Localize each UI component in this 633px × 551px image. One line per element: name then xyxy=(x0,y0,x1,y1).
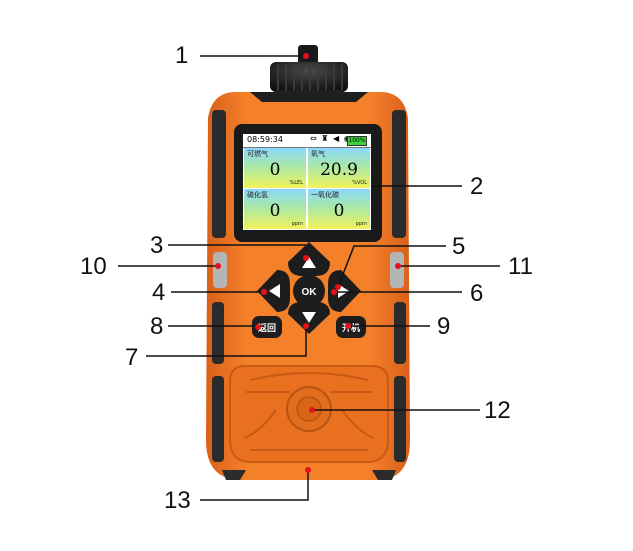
battery-icon: 100% xyxy=(347,136,367,146)
callout-label-4: 4 xyxy=(152,279,166,306)
up-arrow-icon xyxy=(302,257,316,268)
gas-name: 可燃气 xyxy=(247,150,268,158)
callout-dot-4 xyxy=(261,289,267,295)
callout-line-13 xyxy=(200,470,309,501)
callout-label-10: 10 xyxy=(80,253,107,280)
left-arrow-icon xyxy=(269,284,280,298)
callout-dot-8 xyxy=(255,324,261,330)
callout-label-5: 5 xyxy=(452,233,466,260)
side-button-left[interactable] xyxy=(213,252,227,288)
power-button[interactable]: 开机 xyxy=(336,316,366,338)
ok-button[interactable]: OK xyxy=(293,275,325,307)
callout-dot-6 xyxy=(331,289,337,295)
status-bar: 08:59:34 ⇔ ♜ ◀ ◉ 100% xyxy=(243,134,371,148)
callout-label-13: 13 xyxy=(164,487,191,514)
power-label: 开机 xyxy=(342,322,360,334)
callout-dot-7 xyxy=(303,323,309,329)
back-label: 返回 xyxy=(258,322,276,334)
callout-label-11: 11 xyxy=(508,253,533,280)
callout-label-7: 7 xyxy=(125,344,139,371)
callout-dot-13 xyxy=(305,467,311,473)
gas-name: 氧气 xyxy=(311,150,325,158)
callout-line-5 xyxy=(337,245,446,288)
gas-value: 20.9 xyxy=(320,160,358,180)
keypad: OK 返回 开机 xyxy=(252,242,366,338)
up-button[interactable] xyxy=(288,242,330,276)
callout-label-6: 6 xyxy=(470,280,484,307)
callout-dots xyxy=(215,53,401,473)
callout-label-12: 12 xyxy=(484,397,511,424)
gas-value: 0 xyxy=(333,201,345,221)
gas-unit: %VOL xyxy=(352,180,367,186)
callout-dot-9 xyxy=(345,323,351,329)
callout-label-2: 2 xyxy=(470,173,484,200)
status-icons: ⇔ ♜ ◀ ◉ xyxy=(310,134,352,143)
callout-label-3: 3 xyxy=(150,232,164,259)
gas-unit: ppm xyxy=(291,221,303,227)
gas-cell-h2s: 硫化氢 0 ppm xyxy=(244,189,306,229)
lcd-screen: 08:59:34 ⇔ ♜ ◀ ◉ 100% 可燃气 0 %LEL 氧气 20.9… xyxy=(243,134,371,230)
callout-dot-11 xyxy=(395,263,401,269)
callout-label-8: 8 xyxy=(150,313,164,340)
gas-name: 一氧化碳 xyxy=(311,191,339,199)
callout-label-1: 1 xyxy=(175,42,189,69)
clock: 08:59:34 xyxy=(247,135,283,144)
gas-cell-combustible: 可燃气 0 %LEL xyxy=(244,148,306,188)
callout-dot-12 xyxy=(309,407,315,413)
back-button[interactable]: 返回 xyxy=(252,316,282,338)
callout-label-9: 9 xyxy=(437,313,451,340)
ok-label: OK xyxy=(302,287,318,298)
callout-dot-5 xyxy=(335,284,341,290)
gas-value: 0 xyxy=(269,160,281,180)
callout-dot-10 xyxy=(215,263,221,269)
gas-unit: ppm xyxy=(355,221,367,227)
callout-lines xyxy=(118,55,500,501)
callout-dot-1 xyxy=(303,53,309,59)
down-button[interactable] xyxy=(288,302,330,334)
gas-cell-oxygen: 氧气 20.9 %VOL xyxy=(308,148,370,188)
callout-dot-3 xyxy=(303,255,309,261)
gas-name: 硫化氢 xyxy=(247,191,268,199)
gas-cell-co: 一氧化碳 0 ppm xyxy=(308,189,370,229)
left-button[interactable] xyxy=(257,270,290,312)
side-button-right[interactable] xyxy=(390,252,404,288)
callout-line-7 xyxy=(146,326,307,357)
gas-value: 0 xyxy=(269,201,281,221)
down-arrow-icon xyxy=(302,312,316,323)
gas-unit: %LEL xyxy=(289,180,303,186)
